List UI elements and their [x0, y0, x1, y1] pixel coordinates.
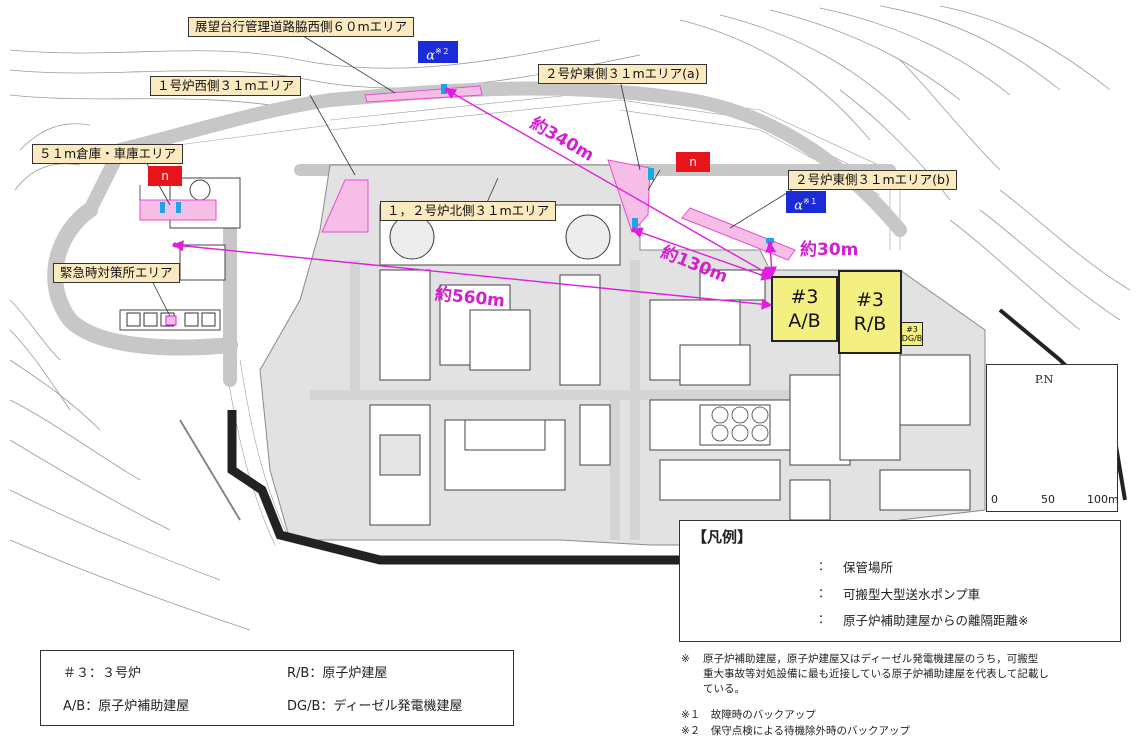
abbr-dgb: DG/B：ディーゼル発電機建屋 — [287, 699, 463, 714]
note-main-line1: 原子炉補助建屋，原子炉建屋又はディーゼル発電機建屋のうち，可搬型 — [703, 653, 1039, 665]
pump-vehicle — [632, 218, 638, 228]
inner-roads — [310, 260, 970, 540]
legend-pump-text: 可搬型大型送水ポンプ車 — [843, 587, 981, 602]
area-tag-warehouse51: ５１m倉庫・車庫エリア — [32, 144, 184, 164]
marker-n-east: n — [676, 152, 710, 172]
area-tag-east31b: ２号炉東側３１mエリア(b) — [788, 170, 957, 190]
note-1: ※１ 故障時のバックアップ — [681, 709, 816, 721]
area-tag-emergency: 緊急時対策所エリア — [53, 263, 180, 283]
area-tag-north31: １，２号炉北側３１mエリア — [380, 201, 557, 221]
scale-tick-50: 50 — [1041, 493, 1055, 506]
marker-n-warehouse: n — [148, 166, 182, 186]
distance-arrows — [172, 88, 778, 310]
seawall — [227, 410, 700, 565]
emergency-storage-area — [165, 315, 177, 326]
area-tag-west60: 展望台行管理道路脇西側６０mエリア — [188, 17, 415, 37]
note-2: ※２ 保守点検による待機除外時のバックアップ — [681, 725, 910, 737]
note-main-line3: ている。 — [703, 683, 745, 695]
pump-vehicle — [160, 202, 165, 213]
storage-area-west31 — [321, 179, 369, 233]
legend-colon: ： — [818, 559, 831, 573]
pump-vehicle — [648, 168, 654, 180]
seawall-west — [179, 419, 241, 521]
north-label: P.N — [1035, 373, 1054, 386]
legend-storage-text: 保管場所 — [843, 560, 894, 575]
marker-alpha-2: α※２ — [418, 41, 458, 63]
distance-label-30m: 約30m — [800, 240, 859, 260]
legend-colon: ： — [818, 612, 831, 626]
area-tag-east31a: ２号炉東側３１mエリア(a) — [538, 64, 707, 84]
scale-north-box: P.N 0 50 100m — [986, 364, 1119, 512]
area-tag-west31: １号炉西側３１mエリア — [150, 76, 302, 96]
scale-tick-0: 0 — [991, 493, 998, 506]
abbr-unit3: ＃３：３号炉 — [63, 666, 142, 681]
legend-title: 【凡例】 — [692, 528, 753, 546]
pump-vehicle — [441, 84, 447, 94]
abbreviation-box: ＃３：３号炉 R/B：原子炉建屋 A/B：原子炉補助建屋 DG/B：ディーゼル発… — [40, 650, 514, 726]
legend-row-storage: ： 保管場所 — [680, 557, 1120, 579]
arrow-560m — [172, 240, 773, 310]
tanks — [711, 406, 769, 442]
legend-row-pump: ： 可搬型大型送水ポンプ車 — [680, 584, 1120, 606]
legend-row-distance: ： 原子炉補助建屋からの離隔距離※ — [680, 610, 1120, 632]
abbr-rb: R/B：原子炉建屋 — [287, 666, 388, 681]
marker-alpha-1: α※１ — [786, 191, 826, 213]
abbr-ab: A/B：原子炉補助建屋 — [63, 699, 190, 714]
scale-tick-100: 100m — [1087, 493, 1119, 506]
legend-distance-text: 原子炉補助建屋からの離隔距離※ — [843, 613, 1029, 628]
pump-vehicle — [176, 202, 181, 213]
note-main-line2: 重大事故等対処設備に最も近接している原子炉補助建屋を代表して記載し — [703, 668, 1049, 680]
legend-box: 【凡例】 ： 保管場所 ： 可搬型大型送水ポンプ車 ： 原子炉補助建屋からの離隔… — [679, 520, 1121, 642]
legend-colon: ： — [818, 586, 831, 600]
note-main-mark: ※ — [681, 653, 690, 665]
